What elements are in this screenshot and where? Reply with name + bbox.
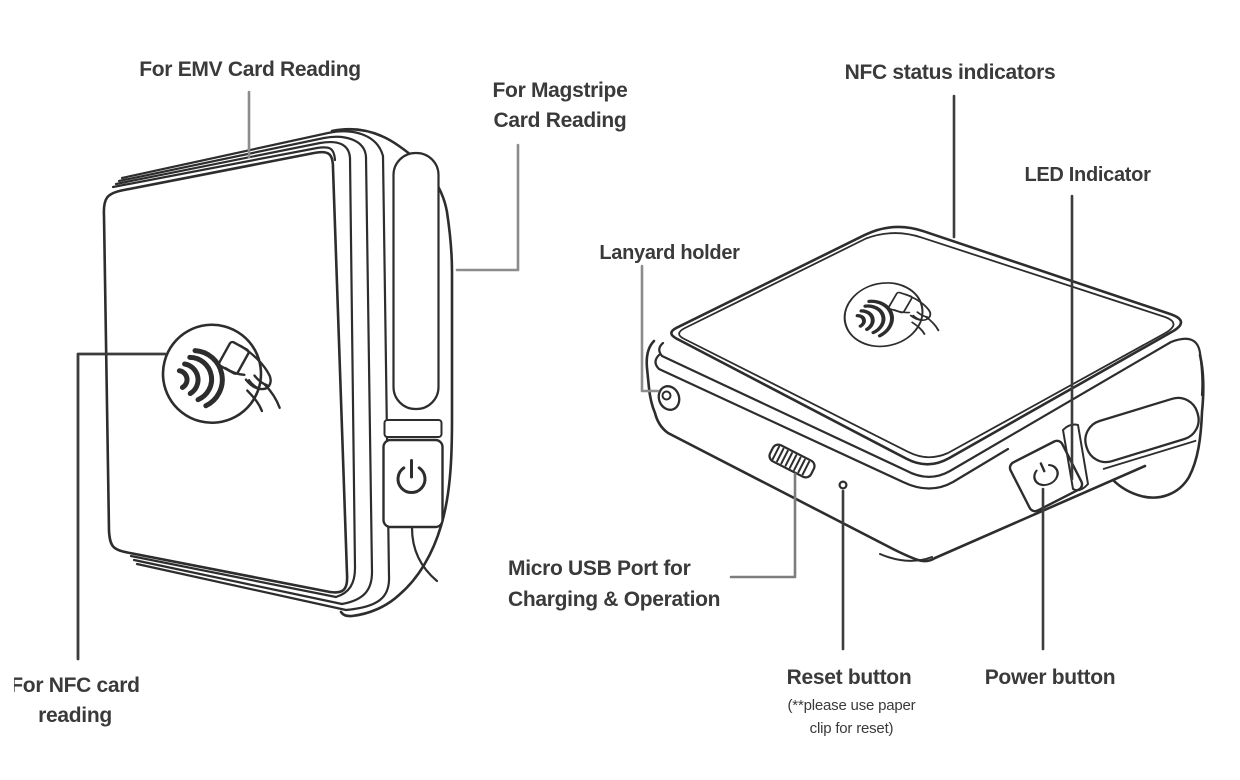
housing-stack-side [334,154,391,612]
outer-shell-right [1111,353,1205,499]
top-face-bevel [678,232,1175,459]
shell-lower-joint [410,526,439,583]
outer-shell [330,127,454,618]
led-label-text: LED Indicator [1024,164,1151,186]
top-face [670,225,1183,466]
led-indicator-rail [1062,423,1089,492]
emv-label-text: For EMV Card Reading [139,58,361,81]
reset-label: Reset button [749,663,949,693]
lanyard-label-text: Lanyard holder [599,242,740,264]
magstripe-slot [392,151,440,411]
magstripe-leader-line [455,143,520,272]
usb-label-line2: Charging & Operation [508,588,721,611]
reset-note-line1: (**please use paper [787,697,916,714]
power-label-title: Power button [984,666,1116,689]
usb-label: Micro USB Port for Charging & Operation [508,553,828,615]
lanyard-hole [657,385,681,411]
power-label: Power button [950,663,1150,693]
reset-label-title: Reset button [786,666,912,689]
magstripe-label-line2: Card Reading [493,109,627,132]
nfc-status-label-text: NFC status indicators [844,61,1056,84]
magstripe-label-line1: For Magstripe [492,79,628,102]
usb-leader-line [729,472,797,579]
nfc-card-label-line1: For NFC card [10,674,140,697]
reset-pinhole [838,480,848,490]
reset-note: (**please use paper clip for reset) [744,694,959,740]
power-icon [1033,462,1059,487]
lanyard-leader-line [640,264,660,393]
led-label: LED Indicator [985,160,1190,190]
housing-stack-bottom [129,554,348,612]
lanyard-label: Lanyard holder [567,238,772,268]
magstripe-groove [1084,396,1200,470]
nfc-status-label: NFC status indicators [825,58,1075,88]
magstripe-label: For Magstripe Card Reading [460,76,660,136]
left-reader-illustration [102,127,454,618]
nfc-card-leader-line [76,352,167,661]
micro-usb-port [768,443,816,479]
nfc-card-label: For NFC card reading [0,671,200,731]
nfc-card-label-line2: reading [38,704,112,727]
housing-stack-top [111,130,385,189]
separator-band [383,419,443,438]
emv-label: For EMV Card Reading [100,55,400,85]
power-icon [396,459,427,494]
reset-note-line2: clip for reset) [809,720,894,737]
right-reader-illustration [645,225,1205,563]
shell-shadow-line [879,553,933,562]
power-button [382,438,444,529]
usb-label-line1: Micro USB Port for [508,557,691,580]
